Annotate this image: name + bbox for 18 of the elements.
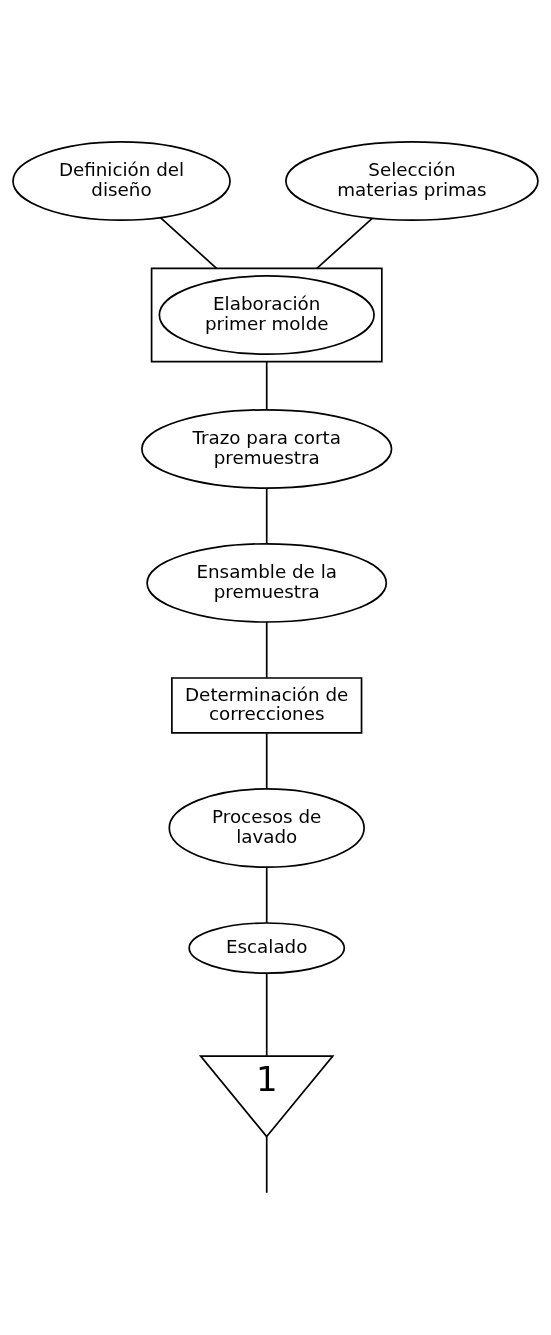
- node-ellipse: Selección materias primas: [285, 140, 539, 221]
- node-ellipse: Definición del diseño: [12, 140, 231, 221]
- connector: [159, 216, 218, 269]
- node-ellipse: Ensamble de la premuestra: [146, 542, 388, 623]
- connector: [265, 732, 268, 790]
- connector: [265, 486, 268, 545]
- connector: [265, 620, 268, 679]
- connector: [316, 216, 374, 269]
- cluster: [150, 266, 383, 363]
- node-box: Determinación de correcciones: [171, 676, 363, 734]
- connector: [265, 865, 268, 924]
- node-ellipse: Procesos de lavado: [168, 787, 365, 868]
- connector: [265, 1135, 268, 1194]
- connector: [265, 972, 268, 1057]
- node-ellipse: Trazo para corta premuestra: [141, 408, 393, 489]
- node-ellipse: Elaboración primer molde: [158, 274, 375, 355]
- node-ellipse: Escalado: [188, 921, 346, 974]
- connector: [265, 360, 268, 411]
